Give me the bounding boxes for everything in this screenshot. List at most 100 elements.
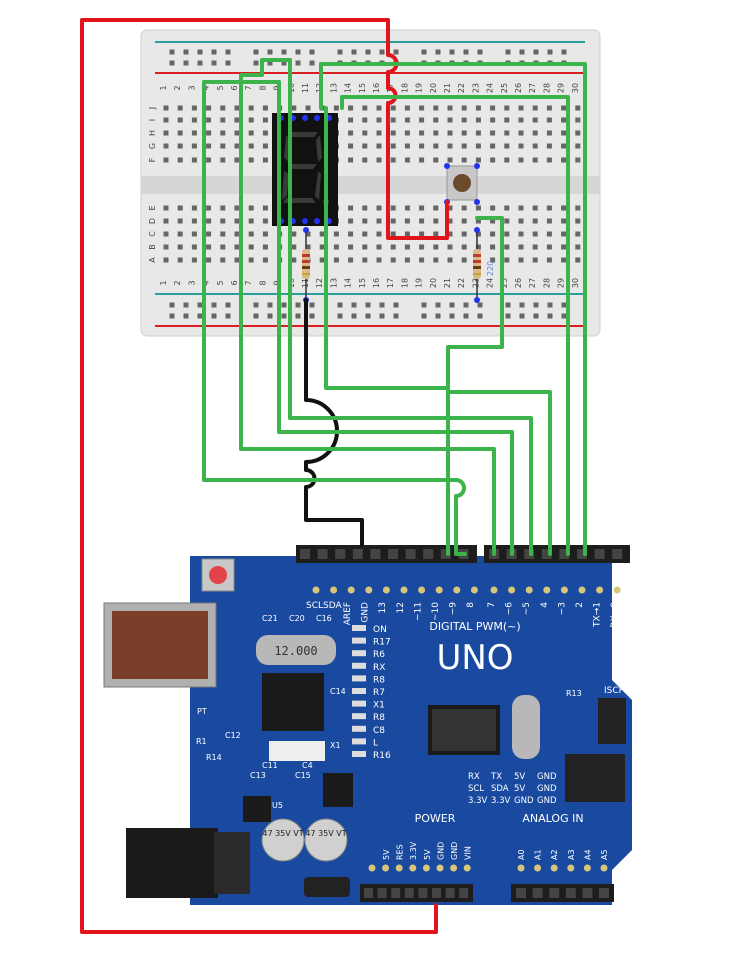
high-pin-label: GND <box>361 602 371 623</box>
column-number: 7 <box>244 280 253 285</box>
usb-chip <box>262 673 324 731</box>
right-block-label: GND <box>537 772 557 782</box>
power-pin-label: 3.3V <box>409 841 418 860</box>
column-number: 29 <box>557 278 566 288</box>
column-number: 14 <box>344 83 353 93</box>
i2c-label: SCLSDA <box>306 601 342 611</box>
power-pin-label: VIN <box>464 846 473 860</box>
component-label: C20 <box>289 614 305 623</box>
component-label: R14 <box>206 753 222 762</box>
column-number: 3 <box>187 280 196 285</box>
column-number: 18 <box>400 278 409 288</box>
right-block-label: RX <box>468 772 480 782</box>
row-label: F <box>148 157 157 162</box>
capacitor-2-label: 47 35V VT <box>305 829 346 838</box>
column-number: 26 <box>514 278 523 288</box>
column-number: 21 <box>443 278 452 288</box>
component-label: X1 <box>330 741 341 750</box>
green-jumper-1 <box>202 80 281 110</box>
column-number: 24 <box>486 83 495 93</box>
led-label: R7 <box>373 688 385 698</box>
row-label: D <box>148 218 157 224</box>
green-wire-seg-a <box>202 80 467 556</box>
led-label: R8 <box>373 675 385 685</box>
analog-pin-label: A1 <box>534 849 543 860</box>
component-label: C12 <box>225 731 241 740</box>
component-label: U5 <box>272 801 283 810</box>
column-number: 22 <box>457 83 466 93</box>
seven-segment-display <box>272 113 338 226</box>
arduino-uno-board: 12.000 47 35V VT 47 35V VT UNO DIGITAL P… <box>103 545 632 905</box>
power-header <box>360 884 473 902</box>
component-label: C4 <box>302 761 313 770</box>
power-pin-label: 5V <box>382 849 391 860</box>
power-jack <box>126 828 218 898</box>
power-pin-label: GND <box>436 842 445 860</box>
digital-pin-label: TX→1 <box>593 602 603 628</box>
high-pin-label: ~11 <box>413 602 423 621</box>
right-block-label: 5V <box>514 772 525 782</box>
column-number: 14 <box>344 278 353 288</box>
green-wire-seg-e <box>324 106 552 556</box>
crystal <box>256 635 336 665</box>
digital-pin-label: RX←0 <box>610 602 620 628</box>
column-number: 6 <box>230 85 239 90</box>
led-label: C8 <box>373 726 385 736</box>
power-pin-label: RES <box>396 844 405 860</box>
led-label: X1 <box>373 701 385 711</box>
digital-pin-label: 2 <box>575 602 585 608</box>
led-label: RX <box>373 663 385 673</box>
analog-header <box>511 884 614 902</box>
column-number: 7 <box>244 85 253 90</box>
led-label: R17 <box>373 638 391 648</box>
column-number: 4 <box>202 85 211 90</box>
column-number: 19 <box>415 83 424 93</box>
column-number: 4 <box>202 280 211 285</box>
column-number: 11 <box>301 83 310 93</box>
resistor-r1 <box>302 227 310 303</box>
red-wire-5v <box>80 18 449 934</box>
resistor-r2-label: 220 <box>486 261 495 276</box>
analog-title: ANALOG IN <box>522 812 583 825</box>
row-label: E <box>148 205 157 210</box>
column-number: 16 <box>372 278 381 288</box>
black-wire-gnd <box>304 298 364 547</box>
power-title: POWER <box>415 812 456 825</box>
component-label: C14 <box>330 687 346 696</box>
digital-pin-label: 4 <box>540 602 550 608</box>
column-number: 18 <box>400 83 409 93</box>
high-pin-label: ~9 <box>449 602 459 616</box>
column-number: 20 <box>429 83 438 93</box>
led-label: R6 <box>373 650 385 660</box>
component-label: C15 <box>295 771 311 780</box>
right-block-label: SDA <box>491 784 509 794</box>
capacitor-1-label: 47 35V VT <box>262 829 303 838</box>
crystal-label: 12.000 <box>274 644 317 658</box>
isp-header <box>598 698 626 744</box>
column-number: 25 <box>500 83 509 93</box>
green-wire-seg-f <box>340 95 570 556</box>
green-jumper-2 <box>239 58 292 110</box>
digital-pin-label: ~6 <box>505 602 515 616</box>
analog-pin-label: A0 <box>517 849 526 860</box>
push-button[interactable] <box>444 163 480 205</box>
column-number: 16 <box>372 83 381 93</box>
column-number: 24 <box>486 278 495 288</box>
green-wire-seg-g <box>319 62 587 556</box>
column-number: 30 <box>571 278 580 288</box>
row-label: H <box>148 130 157 136</box>
power-pin-label: GND <box>450 842 459 860</box>
row-label: I <box>148 119 157 121</box>
led-label: ON <box>373 625 387 635</box>
column-number: 3 <box>187 85 196 90</box>
right-block-label: TX <box>490 772 502 782</box>
green-wire-seg-c <box>277 80 514 556</box>
column-number: 28 <box>542 83 551 93</box>
right-block-label: GND <box>537 784 557 794</box>
